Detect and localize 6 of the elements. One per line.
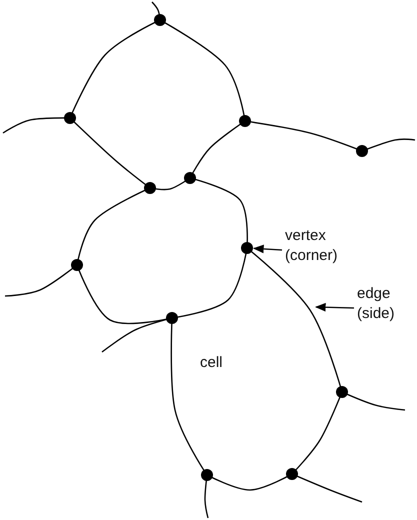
leader-arrow <box>252 244 282 254</box>
leader-arrow <box>314 302 354 312</box>
callout-label: vertex (corner) <box>285 226 355 266</box>
region-label: cell <box>200 353 223 373</box>
callout-label: edge (side) <box>357 284 417 324</box>
vertex-dot <box>241 242 253 254</box>
